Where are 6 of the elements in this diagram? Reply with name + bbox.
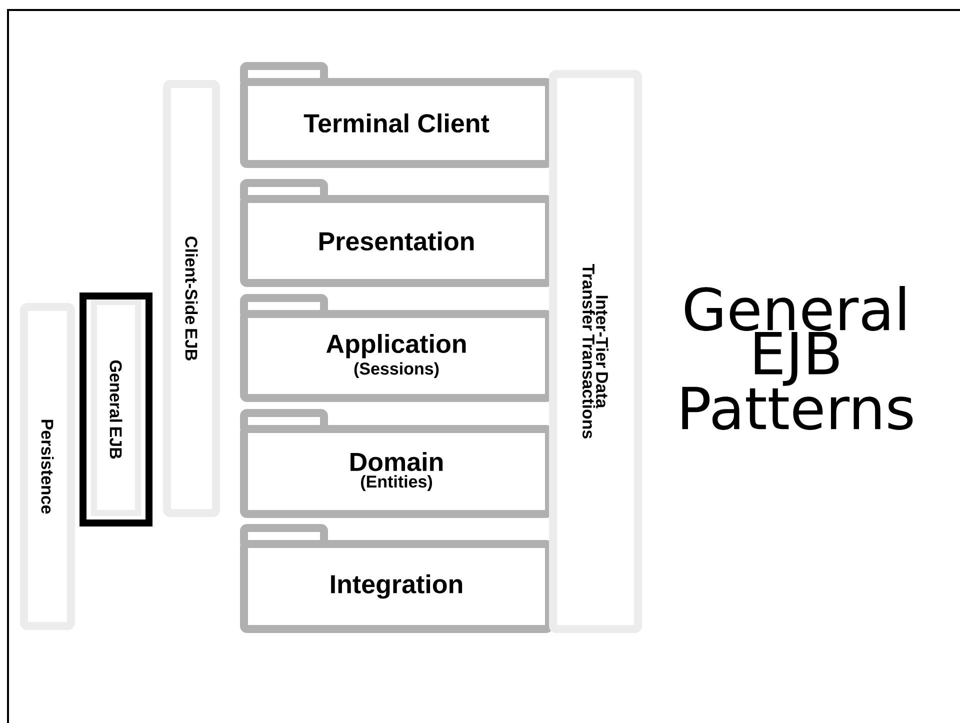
folder-box: Integration [240, 524, 553, 633]
vertical-band: Inter-Tier Data Transfer Transactions [549, 70, 642, 633]
vertical-band: Client-Side EJB [163, 80, 220, 517]
highlighted-band: General EJB [80, 292, 152, 526]
vertical-band: Persistence [20, 303, 75, 630]
title: General EJB Patterns [682, 286, 913, 430]
